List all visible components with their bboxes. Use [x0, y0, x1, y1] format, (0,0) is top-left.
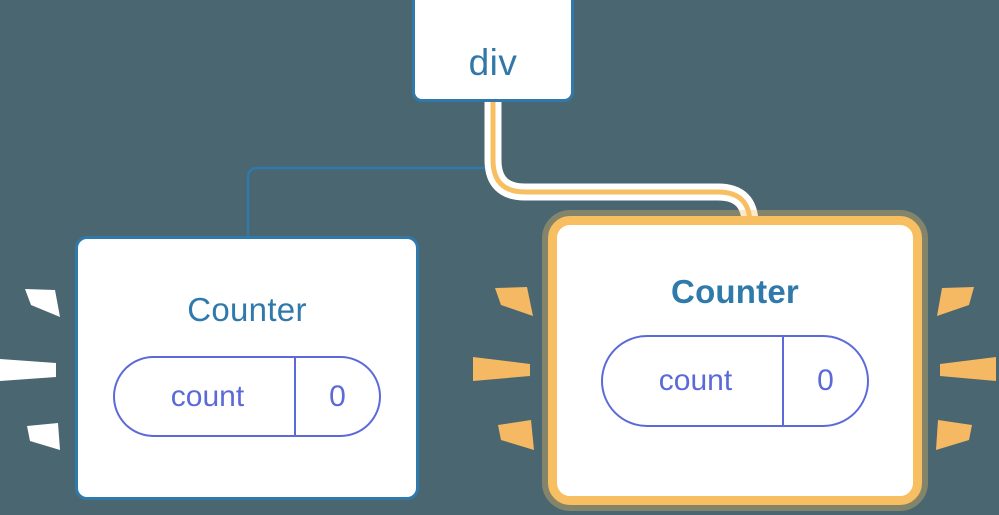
state-pill-counter-right: count 0 [601, 335, 869, 427]
node-div[interactable]: div [412, 0, 574, 102]
state-value-label: 0 [294, 358, 379, 435]
sparkle-ray-icon [25, 289, 60, 317]
sparkle-burst-left-inner [473, 287, 534, 450]
node-div-label: div [468, 42, 518, 83]
sparkle-burst-left-outer [0, 289, 60, 450]
edge-div-to-counter-left [246, 100, 494, 238]
node-counter-right-label: Counter [671, 273, 799, 310]
sparkle-ray-icon [0, 359, 56, 381]
state-key-label: count [658, 364, 733, 397]
state-pill-counter-left: count 0 [113, 356, 381, 437]
node-counter-left-label: Counter [187, 291, 307, 328]
state-value-label: 0 [782, 337, 867, 425]
sparkle-ray-icon [940, 357, 996, 381]
sparkle-ray-icon [936, 420, 972, 450]
sparkle-burst-right-outer [936, 287, 996, 450]
sparkle-ray-icon [495, 287, 533, 316]
node-counter-right[interactable]: Counter count 0 [548, 216, 922, 505]
sparkle-ray-icon [498, 420, 534, 450]
state-key-label: count [170, 379, 245, 413]
sparkle-ray-icon [937, 287, 974, 316]
sparkle-ray-icon [27, 423, 60, 450]
sparkle-ray-icon [473, 357, 530, 381]
node-counter-left[interactable]: Counter count 0 [75, 236, 419, 500]
